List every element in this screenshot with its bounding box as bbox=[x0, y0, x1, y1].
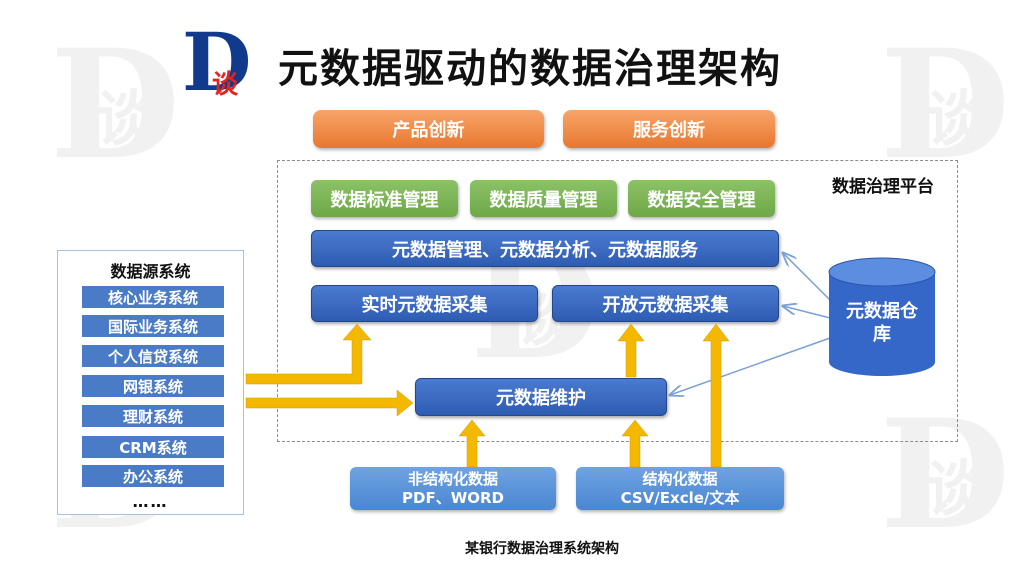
data-quality-box: 数据质量管理 bbox=[470, 180, 617, 217]
unstructured-data-title: 非结构化数据 bbox=[407, 469, 498, 488]
source-item: 个人信贷系统 bbox=[82, 345, 224, 367]
source-item: 国际业务系统 bbox=[82, 315, 224, 337]
data-standard-box: 数据标准管理 bbox=[311, 180, 458, 217]
realtime-collection-box: 实时元数据采集 bbox=[311, 285, 538, 322]
source-item: CRM系统 bbox=[82, 436, 224, 458]
product-innovation-box: 产品创新 bbox=[313, 110, 544, 148]
governance-platform bbox=[277, 160, 958, 442]
warehouse-label-line2: 库 bbox=[873, 324, 891, 346]
page-title: 元数据驱动的数据治理架构 bbox=[278, 46, 782, 92]
unstructured-data-box: 非结构化数据 PDF、WORD bbox=[350, 467, 556, 510]
warehouse-connector bbox=[783, 253, 831, 301]
warehouse-connector bbox=[783, 306, 831, 319]
source-item: 办公系统 bbox=[82, 465, 224, 487]
figure-caption: 某银行数据治理系统架构 bbox=[465, 541, 619, 557]
source-item: 核心业务系统 bbox=[82, 286, 224, 308]
arrow-unstructured-to-maintenance bbox=[458, 419, 486, 468]
structured-data-box: 结构化数据 CSV/Excle/文本 bbox=[576, 467, 784, 510]
logo: D 谈 bbox=[182, 20, 262, 110]
source-item: 网银系统 bbox=[82, 375, 224, 397]
warehouse-cylinder bbox=[828, 257, 936, 376]
data-source-title: 数据源系统 bbox=[110, 262, 191, 281]
logo-char: 谈 bbox=[212, 70, 239, 100]
arrow-structured-to-open bbox=[702, 323, 730, 468]
service-innovation-box: 服务创新 bbox=[563, 110, 775, 148]
source-item: 理财系统 bbox=[82, 405, 224, 427]
warehouse-label: 元数据仓 库 bbox=[829, 300, 935, 347]
metadata-services-box: 元数据管理、元数据分析、元数据服务 bbox=[311, 230, 779, 267]
data-security-box: 数据安全管理 bbox=[628, 180, 775, 217]
arrow-source-to-maintenance bbox=[245, 389, 414, 417]
structured-data-title: 结构化数据 bbox=[642, 469, 718, 488]
arrow-source-to-realtime bbox=[245, 323, 372, 385]
unstructured-data-formats: PDF、WORD bbox=[402, 488, 504, 507]
arrow-maintenance-to-open bbox=[617, 323, 645, 378]
warehouse-label-line1: 元数据仓 bbox=[846, 301, 918, 322]
structured-data-formats: CSV/Excle/文本 bbox=[620, 488, 740, 507]
arrow-structured-to-maintenance bbox=[621, 419, 649, 468]
open-collection-box: 开放元数据采集 bbox=[552, 285, 779, 322]
logo-letter: D bbox=[182, 15, 252, 109]
warehouse-connector bbox=[670, 337, 831, 395]
platform-label: 数据治理平台 bbox=[832, 177, 934, 197]
source-more: …… bbox=[132, 492, 169, 511]
metadata-maintenance-box: 元数据维护 bbox=[415, 378, 667, 416]
